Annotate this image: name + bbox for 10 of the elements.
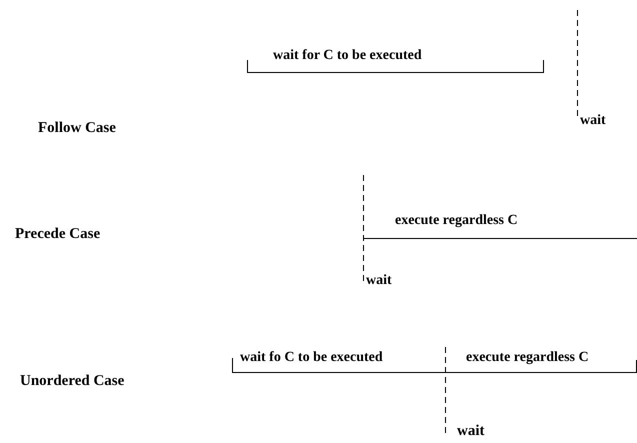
wait-label: wait [457, 423, 484, 439]
span-label: wait fo C to be executed [240, 350, 383, 366]
wait-label: wait [366, 273, 392, 289]
span-label: execute regardless C [395, 213, 518, 229]
case-heading: Unordered Case [20, 373, 124, 389]
span-label: wait for C to be executed [273, 48, 422, 64]
span-label: execute regardless C [466, 350, 589, 366]
case-heading: Precede Case [15, 226, 100, 242]
wait-label: wait [580, 113, 606, 129]
case-heading: Follow Case [38, 120, 116, 136]
